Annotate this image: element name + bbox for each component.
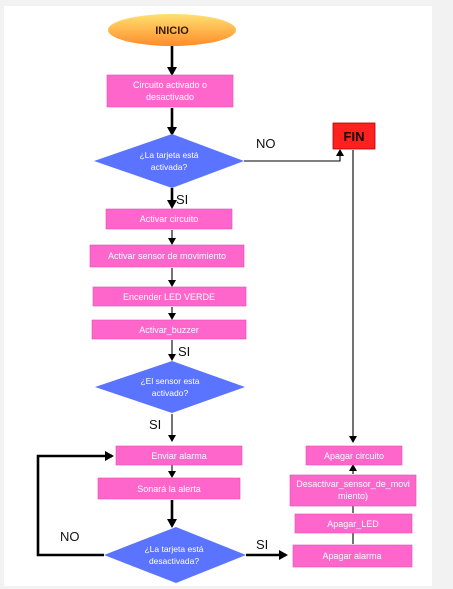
node-activar-circuito: Activar circuito [105,208,233,230]
node-apagar-alarma-label: Apagar alarma [322,551,381,561]
node-desactivar-sensor-line2: miento) [338,491,368,501]
label-si-bottom: SI [256,537,268,552]
node-activar-buzzer: Activar_buzzer [91,319,247,340]
node-inicio-label: INICIO [155,25,189,37]
label-si-sensor: SI [178,344,190,359]
decision-sensor-line2: activado? [152,388,189,398]
node-activar-buzzer-label: Activar_buzzer [139,325,199,335]
edge-no-loop [36,451,114,557]
decision-tarjeta-desactivada: ¿La tarjeta está desactivada? [104,527,246,583]
node-activar-sensor: Activar sensor de movimiento [89,244,245,268]
node-enviar-alarma-label: Enviar alarma [151,451,207,461]
node-circuito-line2: desactivado [146,92,194,102]
node-fin-label: FIN [344,129,365,144]
edge-tarjeta-fin [244,149,344,162]
node-desactivar-sensor-line1: Desactivar_sensor_de_movi [296,479,410,489]
decision-tarjeta-line1: ¿La tarjeta está [139,150,198,160]
node-apagar-circuito-label: Apagar circuito [324,451,384,461]
node-activar-sensor-label: Activar sensor de movimiento [108,251,226,261]
decision-sensor-line1: ¿El sensor esta [140,376,199,386]
decision-desactivada-line1: ¿La tarjeta está [144,544,203,554]
node-encender-led-label: Encender LED VERDE [123,292,215,302]
decision-tarjeta-line2: activada? [151,162,188,172]
decision-sensor-activado: ¿El sensor esta activado? [95,361,245,413]
node-activar-circuito-label: Activar circuito [140,214,199,224]
node-apagar-led-label: Apagar_LED [327,519,379,529]
decision-desactivada-line2: desactivada? [149,556,199,566]
node-apagar-led: Apagar_LED [294,513,413,534]
label-no-bottom: NO [60,529,80,544]
connectors [36,44,357,560]
label-si-top: SI [176,192,188,207]
node-apagar-circuito: Apagar circuito [305,445,403,466]
node-fin: FIN [332,122,376,150]
node-enviar-alarma: Enviar alarma [115,445,243,466]
label-si-after-sensor: SI [149,417,161,432]
label-no-top: NO [256,136,276,151]
node-circuito: Circuito activado o desactivado [106,74,234,108]
node-encender-led: Encender LED VERDE [92,286,247,307]
node-apagar-alarma: Apagar alarma [292,544,413,568]
node-sonara-alerta-label: Sonará la alerta [137,484,201,494]
node-inicio: INICIO [108,14,236,46]
node-circuito-line1: Circuito activado o [133,80,207,90]
node-sonara-alerta: Sonará la alerta [97,477,241,500]
node-desactivar-sensor: Desactivar_sensor_de_movi miento) [289,474,417,507]
decision-tarjeta-activada: ¿La tarjeta está activada? [94,134,244,188]
